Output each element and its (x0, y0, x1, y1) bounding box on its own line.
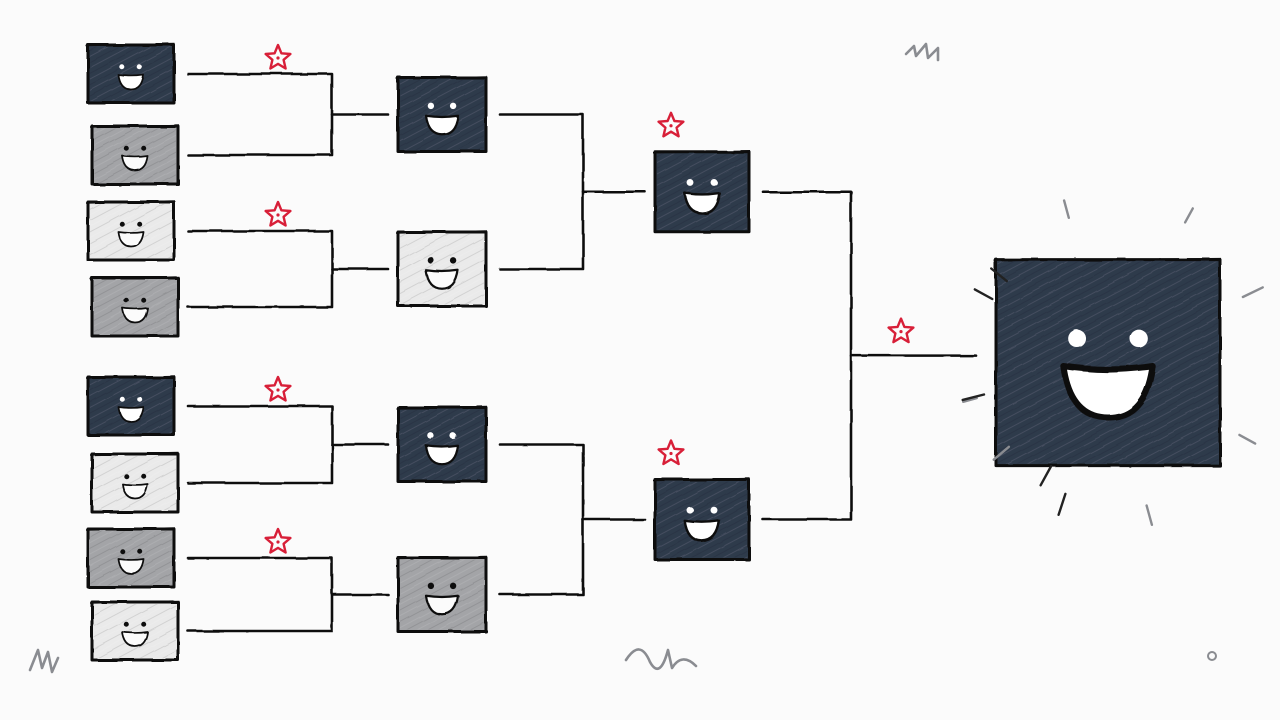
champion-box (993, 257, 1222, 468)
star-icon (657, 439, 685, 466)
champion-ray (992, 445, 1011, 461)
star-icon-center (669, 124, 673, 128)
smiley-face-icon (121, 297, 149, 324)
smiley-face-icon (117, 396, 145, 423)
champion-ray (990, 267, 1008, 283)
smiley-face-icon (121, 621, 149, 648)
champion-ray (1039, 464, 1053, 487)
champion-rays (961, 199, 1264, 526)
smiley-face-icon (121, 145, 149, 172)
bracket-entrants (85, 43, 1222, 662)
bracket-connector-0-4 (186, 556, 334, 633)
scribble-doodle-bottom-center (624, 648, 698, 670)
bracket-entrant-round-1-2 (89, 124, 180, 186)
smiley-face-icon (117, 221, 145, 248)
champion-ray (973, 288, 994, 301)
star-icon (264, 200, 292, 227)
star-icon (264, 43, 292, 70)
bracket-entrant-quarterfinal-2 (395, 230, 488, 308)
bracket-entrant-round-1-4 (89, 276, 180, 338)
star-icon (657, 111, 685, 138)
bracket-entrant-quarterfinal-4 (395, 555, 488, 633)
star-icon (264, 375, 292, 402)
background-doodles (28, 42, 1217, 674)
champion-ray (1145, 504, 1154, 526)
smiley-face-icon (1060, 329, 1156, 421)
star-icon (887, 317, 915, 344)
star-icon-center (276, 388, 280, 392)
bracket-connector-1-2 (498, 443, 585, 596)
champion-ray (1241, 286, 1264, 299)
bracket-entrant-round-1-3 (85, 200, 176, 262)
bracket-entrant-round-1-6 (89, 452, 180, 514)
star-icon (264, 527, 292, 554)
bracket-connector-0-3 (186, 404, 334, 485)
star-icon-center (276, 540, 280, 544)
bracket-entrant-round-1-8 (89, 600, 180, 662)
bracket-entrant-round-1-7 (85, 527, 176, 589)
bracket-connectors (186, 72, 978, 633)
winner-stars (264, 43, 915, 554)
smiley-face-icon (424, 582, 460, 616)
smiley-face-icon (117, 64, 145, 91)
champion-ray (1238, 433, 1257, 445)
smiley-face-icon (683, 178, 721, 215)
scribble-doodle-top (904, 42, 940, 62)
star-icon-center (669, 451, 673, 456)
bracket-entrant-semifinal-2 (652, 477, 751, 561)
bracket-entrant-round-1-5 (85, 375, 176, 437)
champion-ray (1057, 492, 1067, 516)
bracket-entrant-semifinal-1 (652, 150, 751, 234)
champion-ray (961, 393, 986, 402)
scribble-doodle-bottom-left (28, 648, 60, 674)
smiley-face-icon (424, 257, 460, 290)
champion-ray (1062, 199, 1071, 220)
champion-ray (1183, 207, 1195, 224)
circle-doodle (1207, 651, 1217, 661)
smiley-face-icon (424, 432, 460, 466)
smiley-face-icon (121, 473, 149, 500)
bracket-entrant-round-1-1 (85, 43, 176, 105)
bracket-connector-0-2 (186, 229, 334, 309)
bracket-connector-1-1 (498, 113, 585, 271)
bracket-entrant-quarterfinal-1 (395, 75, 488, 153)
smiley-face-icon (424, 102, 460, 136)
star-icon-center (276, 56, 280, 60)
smiley-face-icon (683, 506, 721, 543)
star-icon-center (899, 330, 903, 334)
smiley-face-icon (117, 548, 145, 575)
bracket-connector-2-1 (761, 190, 853, 521)
bracket-entrant-quarterfinal-3 (395, 405, 488, 483)
champion-ray (962, 396, 978, 403)
bracket-connector-0-1 (186, 72, 334, 157)
star-icon-center (276, 213, 280, 217)
